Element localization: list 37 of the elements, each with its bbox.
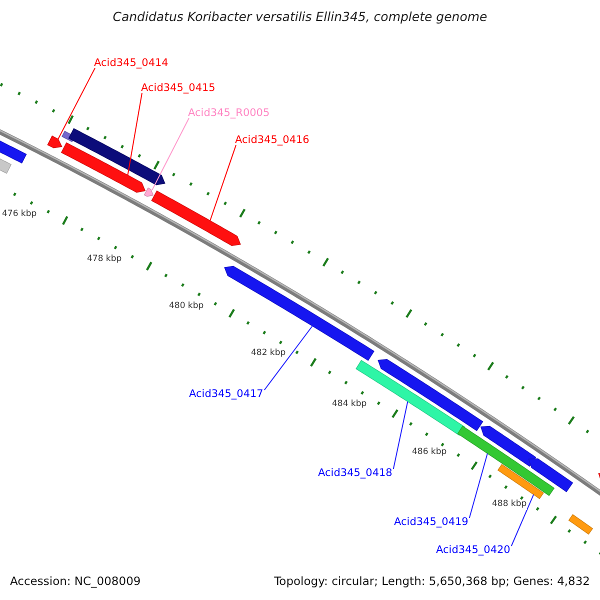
leader-line — [210, 144, 236, 222]
gene-feature — [568, 514, 593, 535]
scale-label: 482 kbp — [251, 349, 286, 359]
gene-label: Acid345_0418 — [318, 467, 392, 480]
scale-label: 476 kbp — [2, 210, 37, 220]
leader-line — [58, 68, 96, 140]
gene-feature — [151, 190, 241, 246]
leader-line — [392, 401, 408, 470]
gene-feature — [144, 187, 154, 197]
scale-label: 486 kbp — [412, 448, 447, 458]
scale-label: 478 kbp — [87, 255, 122, 265]
leader-line — [127, 92, 142, 176]
gene-label: Acid345_0420 — [436, 544, 510, 556]
scale-label: 484 kbp — [332, 400, 367, 410]
gene-feature — [480, 426, 536, 467]
gene-feature — [47, 136, 62, 148]
gene-label: Acid345_0414 — [94, 57, 168, 70]
gene-feature — [457, 426, 555, 496]
scale-label: 488 kbp — [492, 500, 527, 510]
gene-feature — [528, 458, 574, 492]
gene-label: Acid345_0416 — [235, 134, 310, 146]
scale-label: 480 kbp — [169, 302, 204, 312]
gene-feature — [497, 464, 544, 499]
gene-label: Acid345_0415 — [141, 82, 216, 94]
gene-feature — [60, 142, 146, 193]
gene-feature — [68, 128, 166, 186]
genome-info: Topology: circular; Length: 5,650,368 bp; Genes: 4,832 — [274, 575, 590, 588]
gene-label: Acid345_0417 — [189, 388, 264, 400]
leader-line — [152, 118, 190, 191]
gene-feature — [378, 359, 484, 432]
leader-line — [264, 326, 313, 390]
gene-label: Acid345_R0005 — [188, 107, 270, 120]
title: Candidatus Koribacter versatilis Ellin345, complete genome — [112, 10, 488, 24]
gene-feature — [224, 266, 374, 361]
genome-info: Accession: NC_008009 — [10, 575, 141, 588]
gene-label: Acid345_0419 — [394, 516, 468, 528]
leader-line — [468, 453, 488, 518]
